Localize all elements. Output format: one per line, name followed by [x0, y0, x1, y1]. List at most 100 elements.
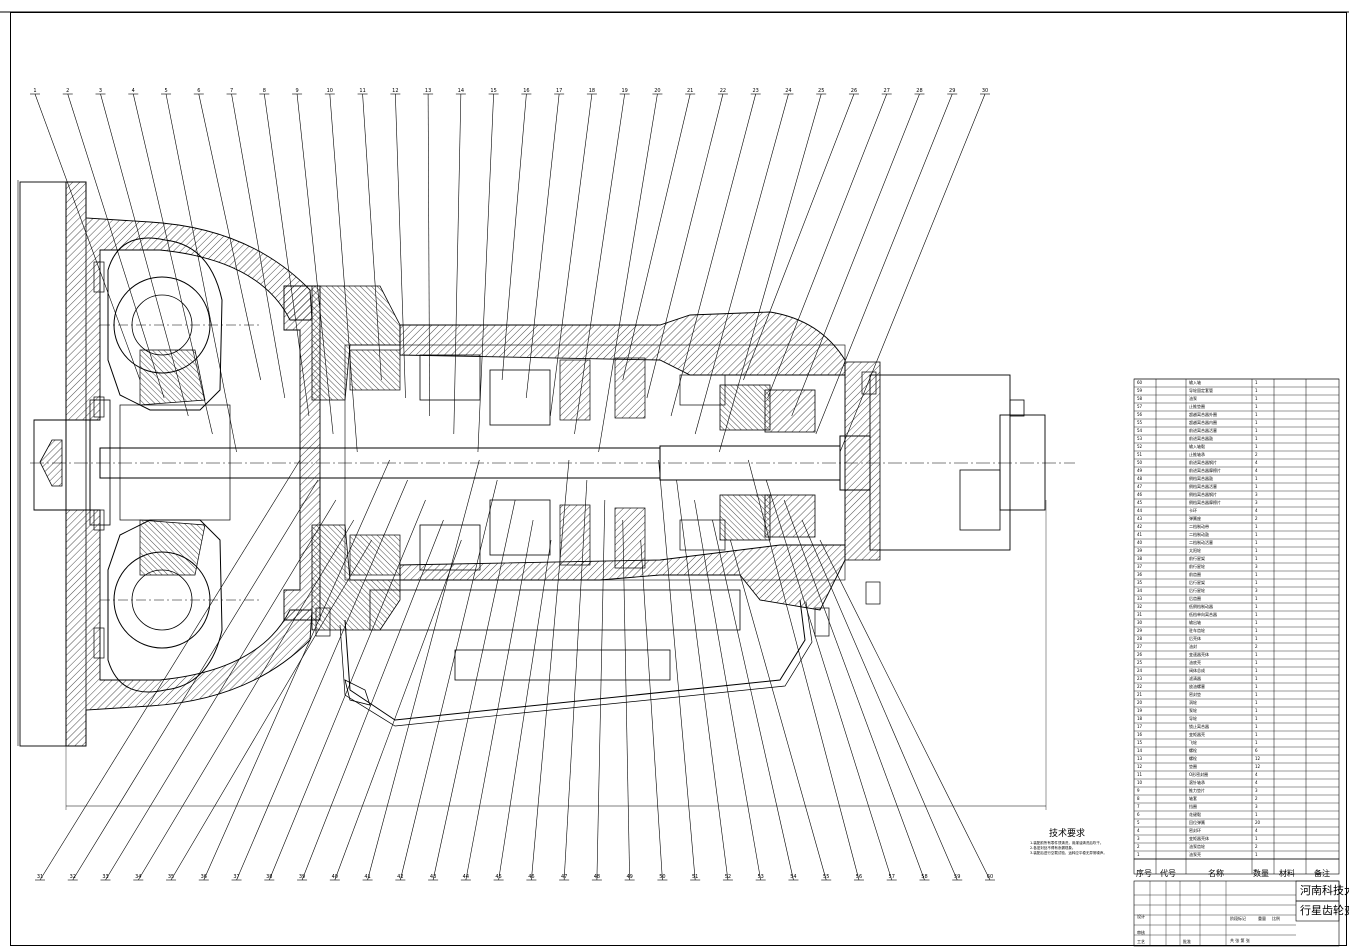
part-balloon-number: 16 [523, 88, 529, 94]
bom-cell [1133, 858, 1340, 875]
part-balloon-number: 23 [753, 88, 759, 94]
bom-header-name: 名称 [1208, 869, 1224, 878]
bom-qty: 3 [1255, 492, 1258, 497]
bom-name: 涡轮 [1189, 700, 1197, 705]
bom-name: 放油螺塞 [1189, 684, 1205, 689]
part-balloon-number: 55 [823, 874, 829, 880]
leader-line [432, 499, 516, 881]
bom-name: 密封环 [1189, 828, 1201, 833]
bom-name: 油泵壳 [1189, 852, 1201, 857]
leader-line [301, 519, 444, 881]
bom-table-grid [1133, 378, 1340, 947]
part-balloon-number: 24 [785, 88, 791, 94]
bom-qty: 4 [1255, 780, 1258, 785]
leader-line [264, 93, 310, 417]
bom-name: 倒档离合器钢片 [1189, 492, 1217, 497]
bom-qty: 1 [1255, 436, 1258, 441]
part-balloon-number: 13 [425, 88, 431, 94]
part-balloon-number: 3 [99, 88, 102, 94]
bom-name: 密封垫 [1189, 692, 1201, 697]
bom-name: 前齿圈 [1189, 572, 1201, 577]
bom-seq: 27 [1137, 644, 1143, 649]
part-balloon-number: 6 [197, 88, 200, 94]
bom-seq: 33 [1137, 596, 1143, 601]
leader-line [670, 93, 756, 417]
bom-seq: 48 [1137, 476, 1143, 481]
school-name: 河南科技大 [1300, 884, 1349, 897]
bom-name: 滤清器 [1189, 676, 1201, 681]
bom-seq: 34 [1137, 588, 1143, 593]
part-balloon-number: 5 [164, 88, 167, 94]
bom-qty: 1 [1255, 684, 1258, 689]
bom-cell [1295, 900, 1340, 922]
bom-qty: 1 [1255, 404, 1258, 409]
bom-name: 二档制动带 [1189, 524, 1209, 529]
part-balloon-number: 15 [490, 88, 496, 94]
part-balloon-number: 38 [266, 874, 272, 880]
leader-line [132, 93, 213, 435]
bom-qty: 1 [1255, 724, 1258, 729]
part-balloon-number: 54 [790, 874, 796, 880]
part-balloon-number: 20 [654, 88, 660, 94]
leader-line [198, 93, 261, 381]
bom-seq: 55 [1137, 420, 1143, 425]
title-block-sheet: 共 张 第 张 [1230, 938, 1250, 943]
bom-name: 倒档离合器鼓 [1189, 476, 1213, 481]
bom-name: 螺栓 [1189, 756, 1197, 761]
bom-seq: 11 [1137, 772, 1143, 777]
bom-name: 推力垫片 [1189, 788, 1205, 793]
bom-seq: 3 [1137, 836, 1140, 841]
bom-name: 回位弹簧 [1189, 820, 1205, 825]
bom-qty: 20 [1255, 820, 1261, 825]
bom-name: 输入轴毂 [1189, 444, 1205, 449]
part-balloon-number: 57 [889, 874, 895, 880]
bom-qty: 1 [1255, 396, 1258, 401]
part-balloon-number: 26 [851, 88, 857, 94]
bom-qty: 2 [1255, 796, 1258, 801]
leader-line [694, 93, 789, 435]
crank-pilot [33, 419, 91, 511]
part-balloon-number: 36 [201, 874, 207, 880]
bom-qty: 4 [1255, 460, 1258, 465]
bom-name: 后壳体 [1189, 636, 1201, 641]
part-balloon-number: 2 [66, 88, 69, 94]
tech-requirement-line: 1.装配前所有零件须清洗，用煤油清洗后吹干。 [1030, 841, 1104, 845]
bom-name: 垫圈 [1189, 764, 1197, 769]
part-balloon-number: 32 [70, 874, 76, 880]
part-balloon-number: 56 [856, 874, 862, 880]
bom-name: 锁止离合器 [1189, 724, 1209, 729]
bom-seq: 30 [1137, 620, 1143, 625]
leader-line [269, 499, 426, 881]
title-block-design: 设计 [1137, 914, 1145, 919]
leader-line [525, 93, 560, 399]
bom-seq: 7 [1137, 804, 1140, 809]
bom-name: 螺栓 [1189, 748, 1197, 753]
bom-qty: 1 [1255, 628, 1258, 633]
leader-line [138, 519, 355, 881]
rear-housing [844, 361, 1046, 561]
bom-name: 阀体总成 [1189, 668, 1205, 673]
part-balloon-number: 47 [561, 874, 567, 880]
bom-name: 导轮固定套管 [1189, 388, 1213, 393]
